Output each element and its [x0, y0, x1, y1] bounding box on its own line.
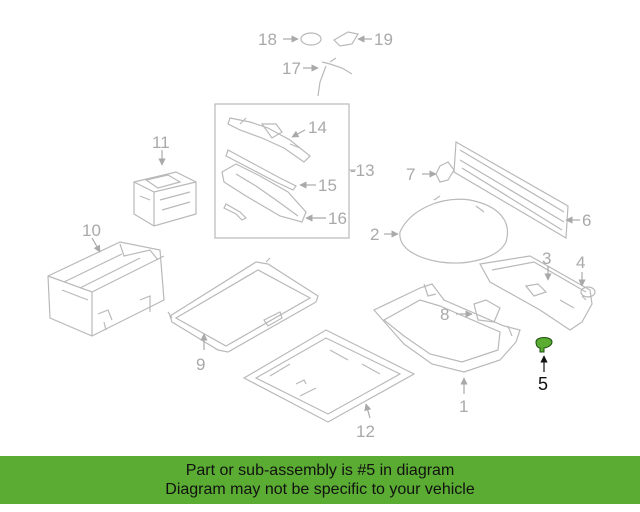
part-label-17: 17 — [282, 59, 301, 78]
part-label-5: 5 — [538, 374, 548, 394]
part-label-1: 1 — [459, 397, 468, 416]
part-label-9: 9 — [196, 355, 205, 374]
part-label-8: 8 — [440, 305, 449, 324]
part-19-drawing — [333, 31, 372, 47]
part-label-2: 2 — [370, 225, 379, 244]
part-label-12: 12 — [356, 422, 375, 441]
banner-line-1: Part or sub-assembly is #5 in diagram — [185, 462, 455, 479]
part-label-15: 15 — [318, 176, 337, 195]
part-label-3: 3 — [542, 249, 551, 268]
part-label-16: 16 — [328, 209, 347, 228]
part-7-drawing — [422, 161, 455, 183]
banner-line-2: Diagram may not be specific to your vehi… — [165, 481, 475, 498]
part-10-drawing — [47, 237, 165, 337]
part-label-14: 14 — [308, 118, 327, 137]
part-6-drawing — [453, 141, 580, 240]
parts-diagram: 18 19 17 14 15 16 -13 11 — [47, 30, 596, 441]
part-17-drawing — [303, 57, 353, 97]
part-2-drawing — [384, 195, 508, 264]
part-label-7: 7 — [406, 165, 415, 184]
part-18-drawing — [283, 32, 322, 46]
part-4-drawing — [578, 272, 596, 301]
part-label-6: 6 — [582, 211, 591, 230]
part-label-18: 18 — [258, 30, 277, 49]
jack-kit-box — [214, 103, 356, 239]
info-banner: Part or sub-assembly is #5 in diagram Di… — [0, 456, 640, 504]
part-1-drawing — [373, 283, 521, 394]
part-8-drawing — [456, 299, 501, 323]
part-5-highlighted-clip — [535, 337, 553, 372]
part-label-11: 11 — [152, 133, 170, 152]
part-9-drawing — [167, 257, 319, 353]
part-3-drawing — [479, 255, 593, 331]
part-12-drawing — [242, 329, 416, 423]
part-11-drawing — [133, 150, 197, 227]
part-label-10: 10 — [82, 221, 101, 240]
part-label-19: 19 — [374, 30, 393, 49]
part-label-4: 4 — [576, 253, 585, 272]
part-label-13: -13 — [350, 161, 375, 180]
